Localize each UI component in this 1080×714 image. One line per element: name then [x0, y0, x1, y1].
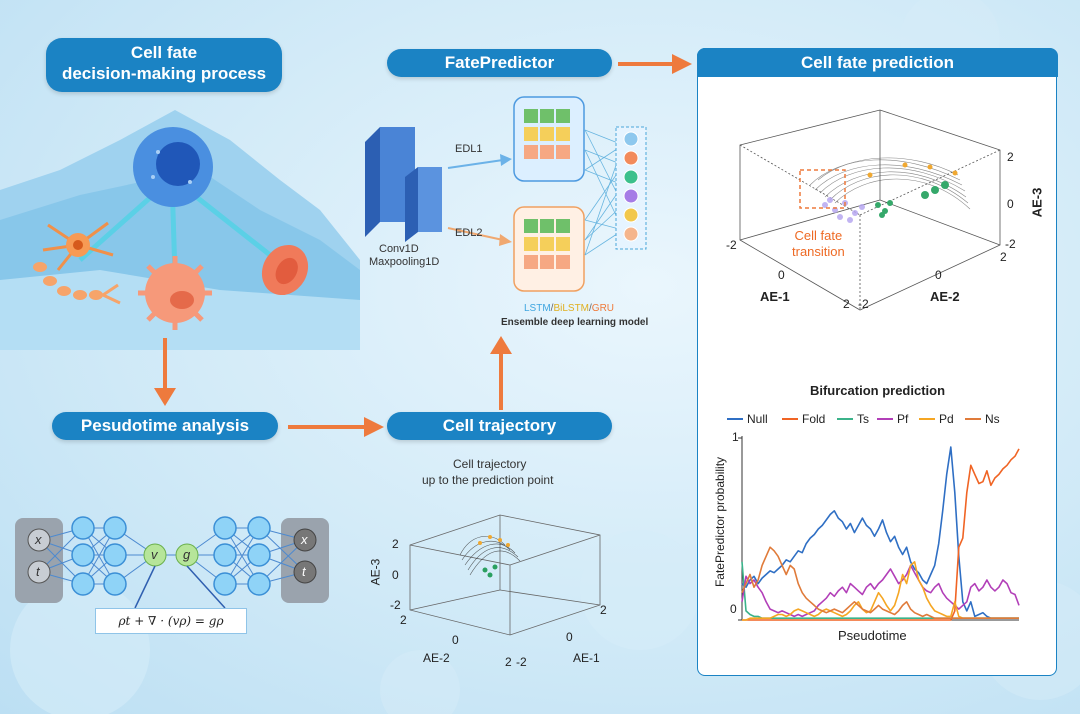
edl1-label: EDL1 — [455, 143, 483, 155]
conv1d-label: Conv1D — [379, 243, 419, 255]
trajectory-ae3-tick-bottom: -2 — [390, 598, 401, 612]
legend-label-ns: Ns — [985, 412, 1000, 426]
series-line-null — [741, 446, 1019, 619]
chart-ytick-0: 0 — [730, 602, 737, 616]
fate-ae3-tick-top: 2 — [1007, 150, 1014, 164]
trajectory-ae1-tick-a: 2 — [600, 603, 607, 617]
trajectory-ae2-tick-c: 2 — [505, 655, 512, 669]
transition-line1: Cell fate — [794, 228, 843, 243]
chart-ylabel: FatePredictor probability — [713, 456, 727, 588]
fatepredictor-title: FatePredictor — [387, 49, 612, 77]
legend-label-pd: Pd — [939, 412, 954, 426]
fate-ae2-tick-c: 2 — [1000, 250, 1007, 264]
pseudotime-title: Pesudotime analysis — [52, 412, 278, 440]
cell-fate-transition-label: Cell fate transition — [792, 228, 845, 260]
fate-ae1-tick-a: -2 — [726, 238, 737, 252]
lstm-label: LSTM — [524, 303, 551, 314]
model-sep-2: / — [589, 303, 592, 314]
trajectory-ae2-tick-b: 0 — [452, 633, 459, 647]
conv1d-layers — [365, 127, 442, 242]
red-blood-cell-icon — [261, 244, 309, 296]
fate-ae2-tick-a: -2 — [858, 297, 869, 311]
trajectory-ae3-tick-mid: 0 — [392, 568, 399, 582]
fate-ae3-tick-mid: 0 — [1007, 197, 1014, 211]
trajectory-ae2-label: AE-2 — [423, 651, 450, 665]
edl1-model-box — [513, 96, 585, 182]
ensemble-label: Ensemble deep learning model — [501, 317, 649, 328]
output-node-5 — [623, 226, 639, 242]
output-node-4 — [623, 207, 639, 223]
trajectory-3d-box — [409, 514, 601, 636]
node-t-output: t — [302, 564, 306, 579]
axon-chain-icon — [33, 262, 121, 305]
node-t-input: t — [36, 564, 40, 579]
arrow-down-to-pseudotime — [154, 338, 176, 406]
output-node-1 — [623, 150, 639, 166]
fate-ae2-tick-b: 0 — [935, 268, 942, 282]
chart-xlabel: Pseudotime — [838, 628, 907, 643]
fate-ae1-tick-b: 0 — [778, 268, 785, 282]
node-x-input: x — [35, 532, 42, 547]
chart-ytick-1: 1 — [732, 430, 739, 444]
maxpooling-label: Maxpooling1D — [369, 256, 440, 268]
arrow-up-to-fatepredictor — [490, 336, 512, 410]
trajectory-ae3-tick-top: 2 — [392, 537, 399, 551]
trajectory-ae1-tick-c: -2 — [516, 655, 527, 669]
model-sep-1: / — [550, 303, 554, 314]
cell-fate-prediction-panel — [697, 48, 1057, 676]
trajectory-ae1-label: AE-1 — [573, 651, 600, 665]
chart-title: Bifurcation prediction — [809, 383, 946, 398]
legend-label-null: Null — [747, 412, 768, 426]
trajectory-ae3-label: AE-3 — [368, 558, 383, 586]
node-x-output: x — [301, 532, 308, 547]
trajectory-ae2-tick-a: 2 — [400, 613, 407, 627]
edl2-label: EDL2 — [455, 227, 483, 239]
edl2-model-box — [513, 206, 585, 292]
cell-fate-process-title-line2: decision-making process — [61, 64, 267, 83]
output-node-3 — [623, 188, 639, 204]
edl-arrows — [447, 154, 512, 246]
cell-fate-process-title: Cell fate decision-making process — [46, 38, 282, 92]
legend-label-pf: Pf — [897, 412, 909, 426]
fate-3d-box — [739, 109, 1001, 311]
output-node-0 — [623, 131, 639, 147]
trajectory-caption-line1: Cell trajectory — [453, 457, 527, 471]
fate-ae1-tick-c: 2 — [843, 297, 850, 311]
legend-label-ts: Ts — [857, 412, 869, 426]
fate-ae3-tick-bottom: -2 — [1005, 237, 1016, 251]
node-v: v — [151, 547, 158, 562]
series-line-fold — [742, 448, 1020, 621]
ensemble-output-layer — [615, 126, 647, 250]
cell-fate-prediction-title: Cell fate prediction — [697, 48, 1058, 77]
series-line-pf — [741, 564, 1020, 618]
model-types-label: LSTM/BiLSTM/GRU — [524, 303, 614, 314]
output-node-2 — [623, 169, 639, 185]
series-line-ns — [741, 546, 1019, 619]
cell-fate-process-title-line1: Cell fate — [130, 43, 198, 62]
arrow-to-cell-fate-prediction — [618, 54, 692, 74]
trajectory-ae1-tick-b: 0 — [566, 630, 573, 644]
legend-label-fold: Fold — [802, 412, 825, 426]
gru-label: GRU — [591, 303, 615, 314]
bilstm-label: BiLSTM — [553, 303, 590, 314]
transition-line2: transition — [792, 244, 845, 259]
neuron-cell-icon — [42, 221, 114, 271]
fate-ae1-label: AE-1 — [760, 289, 790, 304]
arrow-to-cell-trajectory — [288, 417, 384, 437]
fate-ae3-label: AE-3 — [1029, 187, 1045, 218]
neural-ode-network — [15, 516, 329, 609]
trajectory-caption-line2: up to the prediction point — [422, 473, 554, 487]
macrophage-cell-icon — [138, 256, 212, 330]
cell-trajectory-title: Cell trajectory — [387, 412, 612, 440]
continuity-equation: ρt + ∇ · (vρ) = gρ — [95, 608, 247, 634]
fate-ae2-label: AE-2 — [930, 289, 960, 304]
bifurcation-chart: Null Fold Ts Pf Pd Ns — [727, 412, 1020, 621]
stem-cell-icon — [133, 127, 213, 207]
node-g: g — [183, 547, 191, 562]
